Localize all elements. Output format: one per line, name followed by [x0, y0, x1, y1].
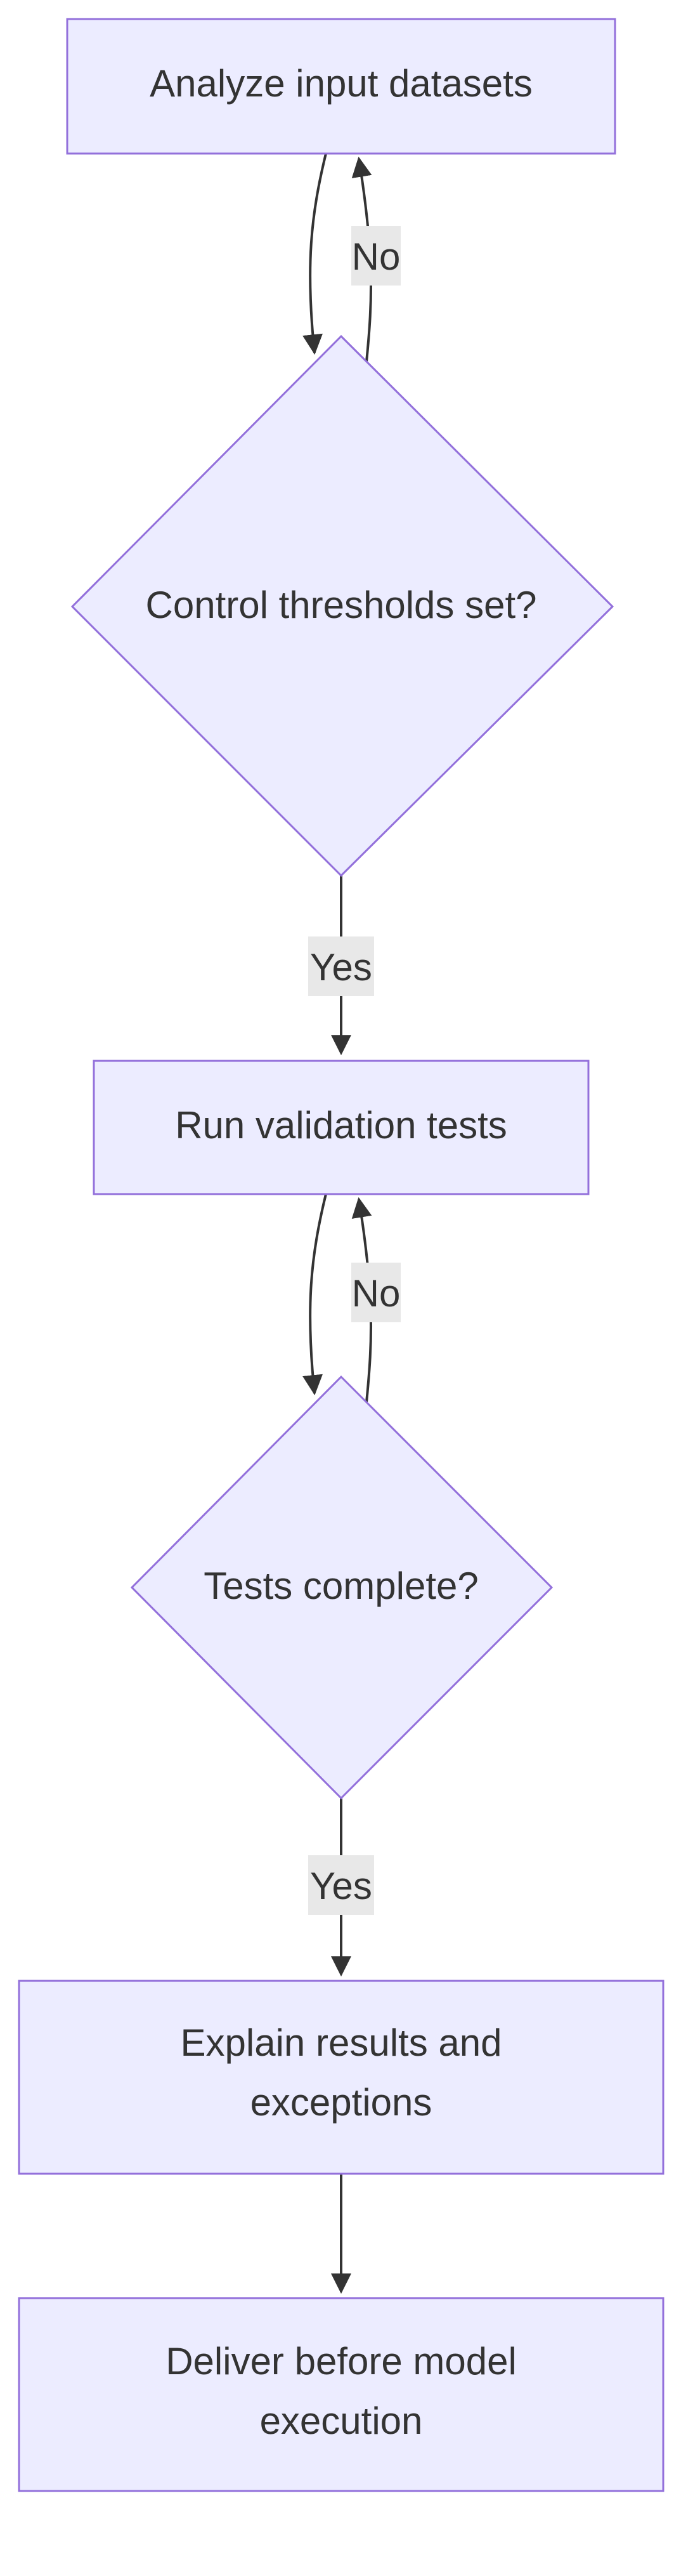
edge-run-to-complete	[302, 1193, 327, 1396]
edge-label-tests-yes: Yes	[308, 1855, 374, 1915]
edge-analyze-to-thresholds	[302, 153, 327, 355]
node-deliver-before-model-execution: Deliver before model execution	[18, 2297, 664, 2492]
node-control-thresholds-set: Control thresholds set?	[70, 334, 614, 877]
node-label-line2: exceptions	[250, 2081, 432, 2124]
edge-label-text: Yes	[310, 946, 372, 989]
edge-label-text: Yes	[310, 1865, 372, 1907]
node-label: Run validation tests	[175, 1104, 507, 1147]
node-label-line1: Deliver before model	[165, 2340, 517, 2382]
node-label-line1: Explain results and	[181, 2021, 502, 2064]
node-explain-results: Explain results and exceptions	[18, 1980, 664, 2175]
node-tests-complete: Tests complete?	[130, 1375, 554, 1800]
node-label-line2: execution	[260, 2400, 423, 2442]
node-run-validation-tests: Run validation tests	[93, 1060, 590, 1195]
edge-label-text: No	[352, 1272, 401, 1315]
edge-label-text: No	[352, 235, 401, 278]
node-label: Analyze input datasets	[150, 62, 533, 105]
edge-label-thresholds-no: No	[351, 226, 401, 286]
node-label: Tests complete?	[204, 1565, 479, 1607]
edge-label-thresholds-yes: Yes	[308, 936, 374, 996]
edge-label-tests-no: No	[351, 1263, 401, 1322]
node-analyze-input-datasets: Analyze input datasets	[66, 18, 616, 155]
node-label: Control thresholds set?	[146, 584, 537, 626]
